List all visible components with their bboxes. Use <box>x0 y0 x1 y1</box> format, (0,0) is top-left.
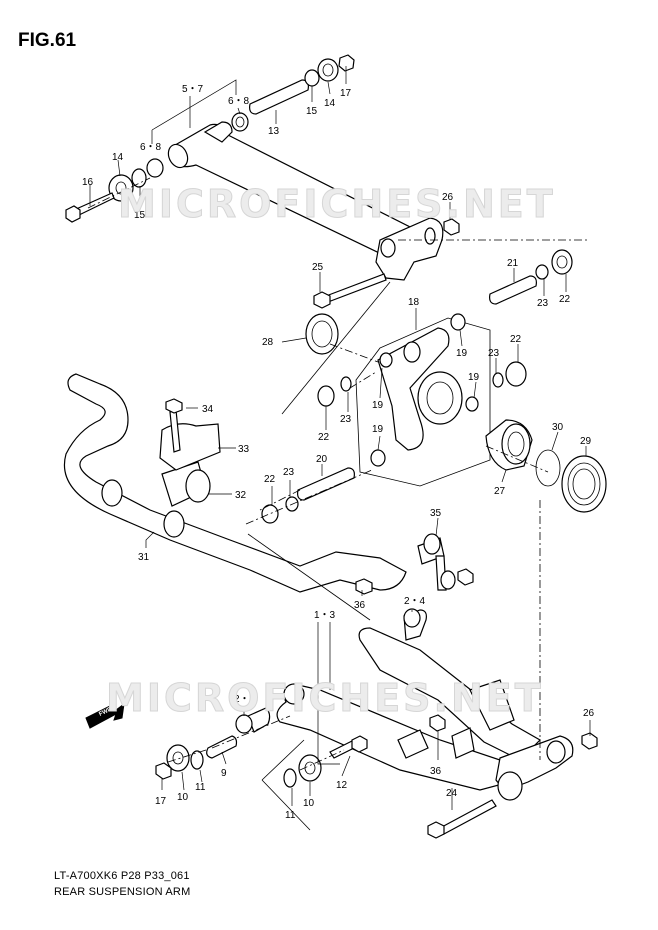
callout-29: 29 <box>580 436 592 447</box>
callout-17: 17 <box>340 88 352 99</box>
callout-26: 26 <box>583 708 595 719</box>
callout-25: 25 <box>312 262 324 273</box>
callout-6-8: 6・8 <box>140 142 162 153</box>
callout-19: 19 <box>456 348 468 359</box>
watermark-top: MICROFICHES.NET <box>118 182 556 227</box>
callout-23: 23 <box>340 414 352 425</box>
callout-9: 9 <box>221 768 227 779</box>
lower-arm-assembly <box>155 608 598 839</box>
callout-10: 10 <box>177 792 189 803</box>
callout-22: 22 <box>318 432 330 443</box>
callout-23: 23 <box>283 467 295 478</box>
callout-2-4: 2・4 <box>234 694 256 705</box>
callout-28: 28 <box>262 337 274 348</box>
callout-19: 19 <box>372 400 384 411</box>
callout-23: 23 <box>537 298 549 309</box>
upper-arm-assembly <box>65 54 460 309</box>
callout-2-4: 2・4 <box>404 596 426 607</box>
callout-13: 13 <box>268 126 280 137</box>
knuckle-carrier-assembly <box>261 249 607 524</box>
callout-21: 21 <box>507 258 519 269</box>
callout-22: 22 <box>264 474 276 485</box>
callout-14: 14 <box>324 98 336 109</box>
callout-6-8: 6・8 <box>228 96 250 107</box>
callout-10: 10 <box>303 798 315 809</box>
callout-11: 11 <box>285 810 296 821</box>
figure-caption: REAR SUSPENSION ARM <box>54 886 191 898</box>
callout-36: 36 <box>430 766 442 777</box>
callout-34: 34 <box>202 404 214 415</box>
callout-33: 33 <box>238 444 250 455</box>
figure-title: FIG.61 <box>18 30 77 51</box>
callout-31: 31 <box>138 552 150 563</box>
callout-12: 12 <box>336 780 348 791</box>
callout-24: 24 <box>446 788 458 799</box>
figure-code: LT-A700XK6 P28 P33_061 <box>54 870 190 882</box>
fwd-label: FWD <box>98 706 114 718</box>
callout-23: 23 <box>488 348 500 359</box>
callout-14: 14 <box>112 152 124 163</box>
callout-1-3: 1・3 <box>314 610 336 621</box>
callout-32: 32 <box>235 490 247 501</box>
stabilizer-bar <box>63 373 474 595</box>
leader-lines <box>89 66 591 810</box>
callout-18: 18 <box>408 297 420 308</box>
callout-19: 19 <box>372 424 384 435</box>
callout-19: 19 <box>468 372 480 383</box>
callout-15: 15 <box>306 106 318 117</box>
fwd-arrow-icon: FWD <box>85 702 125 729</box>
watermark-bottom: MICROFICHES.NET <box>106 676 544 721</box>
callout-30: 30 <box>552 422 564 433</box>
callout-17: 17 <box>155 796 167 807</box>
callout-labels: 5・7 6・8 6・8 13 15 14 17 14 16 15 26 25 2… <box>82 84 595 821</box>
callout-36: 36 <box>354 600 366 611</box>
callout-20: 20 <box>316 454 328 465</box>
callout-35: 35 <box>430 508 442 519</box>
callout-27: 27 <box>494 486 506 497</box>
callout-5-7: 5・7 <box>182 84 204 95</box>
callout-15: 15 <box>134 210 146 221</box>
callout-22: 22 <box>559 294 571 305</box>
callout-22: 22 <box>510 334 522 345</box>
alignment-lines <box>87 177 590 831</box>
callout-26: 26 <box>442 192 454 203</box>
callout-16: 16 <box>82 177 94 188</box>
callout-11: 11 <box>195 782 206 793</box>
